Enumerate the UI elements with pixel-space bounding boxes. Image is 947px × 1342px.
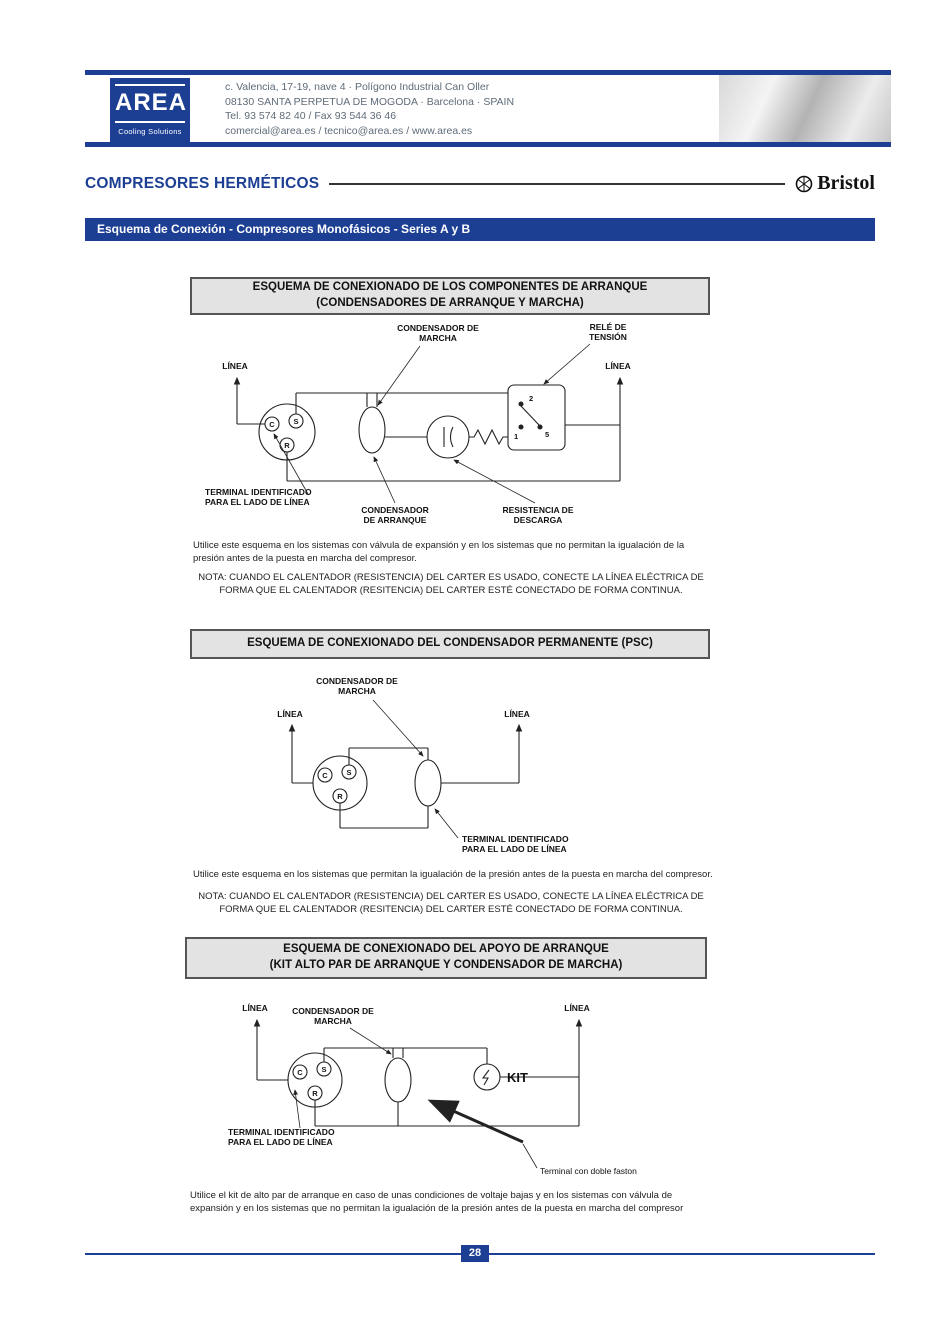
header-bottom-rule (85, 142, 891, 147)
relay-terminal-5: 5 (545, 430, 549, 439)
section3-title-line2: (KIT ALTO PAR DE ARRANQUE Y CONDENSADOR … (269, 959, 623, 971)
run-capacitor-label-line2: MARCHA (338, 686, 376, 696)
bristol-logo: Bristol (795, 172, 875, 195)
discharge-resistor-label-line2: DESCARGA (514, 515, 563, 525)
voltage-relay-label-line2: TENSIÓN (589, 331, 627, 342)
terminal-s: S (293, 417, 298, 426)
line-label-right: LÍNEA (605, 361, 631, 371)
terminal-c: C (269, 420, 275, 429)
section3-body: Utilice el kit de alto par de arranque e… (190, 1190, 684, 1214)
run-capacitor-label-line1: CONDENSADOR DE (397, 323, 479, 333)
area-logo: AREA Cooling Solutions (110, 78, 190, 142)
page-title: COMPRESORES HERMÉTICOS (85, 174, 320, 192)
section2-title-box: ESQUEMA DE CONEXIONADO DEL CONDENSADOR P… (190, 629, 710, 659)
area-logo-tagline: Cooling Solutions (118, 126, 182, 136)
page-number: 28 (461, 1245, 489, 1262)
identified-terminal-label-line2: PARA EL LADO DE LÍNEA (462, 844, 567, 854)
section2-title-line1: ESQUEMA DE CONEXIONADO DEL CONDENSADOR P… (247, 637, 653, 650)
start-capacitor-label-line1: CONDENSADOR (361, 505, 429, 515)
terminal-c: C (297, 1068, 303, 1077)
header-top-rule (85, 70, 891, 75)
terminal-r: R (284, 441, 290, 450)
section3-title-box: ESQUEMA DE CONEXIONADO DEL APOYO DE ARRA… (185, 937, 707, 979)
section1-nota: NOTA: CUANDO EL CALENTADOR (RESISTENCIA)… (198, 572, 704, 596)
terminal-s: S (321, 1065, 326, 1074)
discharge-resistor-label-line1: RESISTENCIA DE (502, 505, 573, 515)
section2-nota: NOTA: CUANDO EL CALENTADOR (RESISTENCIA)… (198, 891, 704, 915)
terminal-r: R (312, 1089, 318, 1098)
identified-terminal-label-line1: TERMINAL IDENTIFICADO (228, 1127, 335, 1137)
run-capacitor-label-line1: CONDENSADOR DE (292, 1006, 374, 1016)
relay-terminal-1: 1 (514, 432, 518, 441)
section1-title-line2: (CONDENSADORES DE ARRANQUE Y MARCHA) (316, 297, 584, 309)
kit-label: KIT (507, 1070, 528, 1085)
terminal-c: C (322, 771, 328, 780)
section-banner: Esquema de Conexión - Compresores Monofá… (85, 218, 875, 241)
line-label-right: LÍNEA (564, 1003, 590, 1013)
company-address: c. Valencia, 17-19, nave 4 · Polígono In… (225, 80, 514, 139)
section1-title-box: ESQUEMA DE CONEXIONADO DE LOS COMPONENTE… (190, 277, 710, 315)
line-label-left: LÍNEA (277, 709, 303, 719)
area-logo-text: AREA (115, 84, 186, 123)
identified-terminal-label-line1: TERMINAL IDENTIFICADO (205, 487, 312, 497)
run-capacitor-label-line2: MARCHA (419, 333, 457, 343)
voltage-relay-label-line1: RELÉ DE (590, 322, 627, 332)
diagram-psc: CONDENSADOR DE MARCHA LÍNEA LÍNEA TERMIN… (277, 676, 569, 854)
terminal-r: R (337, 792, 343, 801)
header-photo (719, 75, 891, 142)
address-line: comercial@area.es / tecnico@area.es / ww… (225, 125, 473, 138)
title-rule (329, 182, 786, 185)
diagram-start-components: CONDENSADOR DE MARCHA RELÉ DE TENSIÓN LÍ… (205, 322, 631, 525)
faston-terminal-label: Terminal con doble faston (540, 1166, 637, 1176)
diagram-start-assist-kit: LÍNEA CONDENSADOR DE MARCHA LÍNEA KIT TE… (228, 1003, 637, 1176)
identified-terminal-label-line2: PARA EL LADO DE LÍNEA (205, 497, 310, 507)
address-line: c. Valencia, 17-19, nave 4 · Polígono In… (225, 81, 490, 93)
relay-terminal-2: 2 (529, 394, 533, 403)
section1-body: Utilice este esquema en los sistemas con… (193, 540, 685, 564)
bristol-logo-text: Bristol (817, 172, 875, 194)
address-line: 08130 SANTA PERPETUA DE MOGODA · Barcelo… (225, 95, 515, 108)
terminal-s: S (346, 768, 351, 777)
run-capacitor-label-line1: CONDENSADOR DE (316, 676, 398, 686)
address-line: Tel. 93 574 82 40 / Fax 93 544 36 46 (225, 110, 397, 123)
identified-terminal-label-line2: PARA EL LADO DE LÍNEA (228, 1137, 333, 1147)
section1-title-line1: ESQUEMA DE CONEXIONADO DE LOS COMPONENTE… (252, 281, 648, 294)
run-capacitor-label-line2: MARCHA (314, 1016, 352, 1026)
identified-terminal-label-line1: TERMINAL IDENTIFICADO (462, 834, 569, 844)
line-label-left: LÍNEA (222, 361, 248, 371)
line-label-left: LÍNEA (242, 1003, 268, 1013)
start-capacitor-label-line2: DE ARRANQUE (364, 515, 427, 525)
section2-body: Utilice este esquema en los sistemas que… (193, 869, 713, 880)
bristol-logo-icon (795, 175, 813, 192)
page-title-row: COMPRESORES HERMÉTICOS Bristol (85, 172, 875, 195)
line-label-right: LÍNEA (504, 709, 530, 719)
section3-title-line1: ESQUEMA DE CONEXIONADO DEL APOYO DE ARRA… (283, 943, 609, 956)
